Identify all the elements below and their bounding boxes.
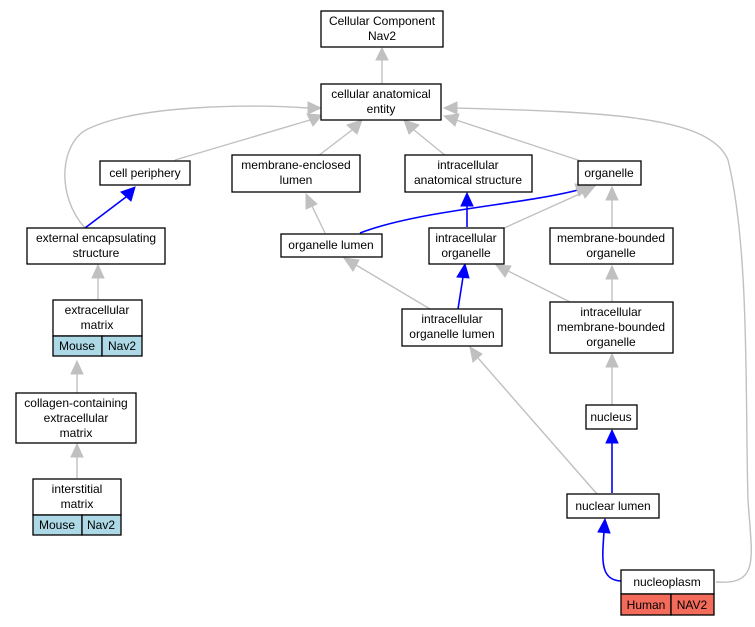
node-organelle-label: organelle [584,166,634,180]
node-nuclear-lumen-label: nuclear lumen [575,499,650,513]
edge-arrowhead [605,185,619,201]
node-interstitial-matrix[interactable]: interstitial matrix Mouse Nav2 [32,478,122,536]
node-mel-line1: membrane-enclosed [241,158,350,172]
edge-arrowhead [120,186,136,202]
node-ccecm-line2: extracellular [44,411,109,425]
node-im-line1: interstitial [52,482,103,496]
node-ecm-line2: matrix [81,318,114,332]
node-nucleus-label: nucleus [590,410,631,424]
edge-arrowhead [306,113,324,127]
node-cae-line1: cellular anatomical [331,87,430,101]
node-ccecm-line3: matrix [60,426,93,440]
node-mbo-line2: organelle [586,246,636,260]
node-intracellular-anatomical-structure[interactable]: intracellular anatomical structure [404,154,533,193]
node-iol-line1: intracellular [421,312,482,326]
node-ees-line1: external encapsulating [36,231,156,245]
edge-arrowhead [342,257,360,272]
badge-gene-label: Nav2 [108,339,136,353]
gene-badge [81,514,122,536]
node-nucleoplasm-label: nucleoplasm [633,575,700,589]
badge-species-label: Mouse [39,518,75,532]
edge-arrowhead [597,517,611,534]
gene-badge [101,335,143,357]
node-title[interactable]: Cellular Component Nav2 [320,10,444,48]
edge-arrowhead [579,185,597,199]
node-cellular-anatomical-entity[interactable]: cellular anatomical entity [320,83,442,121]
edge-arrowhead [605,264,619,280]
node-imbo-line1: intracellular [580,305,641,319]
edge-arrowhead [305,192,318,210]
edge-arrowhead [442,101,458,115]
node-extracellular-matrix[interactable]: extracellular matrix Mouse Nav2 [52,299,143,357]
edge-iol-to-io[interactable] [457,276,464,310]
node-external-encapsulating-structure[interactable]: external encapsulating structure [26,227,166,265]
badge-gene-label: Nav2 [87,518,115,532]
badge-gene-label: NAV2 [677,598,708,612]
node-cell-periphery-label: cell periphery [109,166,180,180]
node-ccecm-line1: collagen-containing [24,396,127,410]
node-ias-line1: intracellular [437,158,498,172]
edge-arrowhead [403,119,420,135]
node-nucleoplasm[interactable]: nucleoplasm Human NAV2 [620,569,715,616]
edge-arrowhead [469,346,483,363]
edge-organellelumen-to-mel [311,205,326,234]
node-im-line2: matrix [61,497,94,511]
edge-ias-to-cae [413,129,447,157]
node-ees-line2: structure [73,246,120,260]
edge-ees-to-cellperiphery[interactable] [84,196,127,229]
node-mbo-line1: membrane-bounded [557,231,665,245]
node-organelle[interactable]: organelle [577,160,642,186]
node-imbo-line3: organelle [586,335,636,349]
edge-arrowhead [442,113,460,127]
node-title-line2: Nav2 [368,29,396,43]
node-io-line1: intracellular [435,231,496,245]
edge-arrowhead [494,264,512,278]
edge-arrowhead [375,46,389,61]
edge-arrowhead [70,442,84,458]
node-imbo-line2: membrane-bounded [557,320,665,334]
edge-io-to-organelle [501,191,585,230]
node-nucleus[interactable]: nucleus [585,404,638,430]
edge-arrowhead [460,191,474,207]
edge-imbo-to-io [507,270,571,303]
node-iol-line2: organelle lumen [409,327,494,341]
edge-nucleoplasm-to-cae [455,107,752,583]
node-organelle-lumen[interactable]: organelle lumen [280,233,383,258]
node-organelle-lumen-label: organelle lumen [288,238,373,252]
edge-organellelumen-to-organelle[interactable] [359,189,579,234]
edge-arrowhead [70,359,84,375]
edge-nuclearlumen-to-iol [477,357,598,495]
node-ias-line2: anatomical structure [414,173,522,187]
edge-arrowhead [456,262,470,279]
edge-arrowhead [605,428,619,444]
gene-badge [670,593,715,616]
edge-arrowhead [91,263,105,279]
node-ecm-line1: extracellular [65,303,130,317]
edge-ees-to-cae [64,105,309,229]
badge-species-label: Mouse [59,339,95,353]
edge-organelle-to-cae [455,119,591,165]
node-membrane-bounded-organelle[interactable]: membrane-bounded organelle [549,227,674,265]
node-cell-periphery[interactable]: cell periphery [99,160,191,186]
edge-arrowhead [346,119,363,135]
edge-arrowhead [605,352,619,368]
node-collagen-containing-extracellular-matrix[interactable]: collagen-containing extracellular matrix [15,392,137,444]
node-intracellular-membrane-bounded-organelle[interactable]: intracellular membrane-bounded organelle [549,301,674,354]
node-intracellular-organelle[interactable]: intracellular organelle [428,227,505,265]
graph-edges [64,46,752,583]
badge-species-label: Human [627,598,666,612]
edge-mel-to-cae [317,129,353,157]
edge-cellperiphery-to-cae [174,119,311,161]
node-cae-line2: entity [367,102,396,116]
node-intracellular-organelle-lumen[interactable]: intracellular organelle lumen [401,308,503,347]
node-io-line2: organelle [441,246,491,260]
node-membrane-enclosed-lumen[interactable]: membrane-enclosed lumen [231,154,361,193]
edge-nucleoplasm-to-nuclearlumen[interactable] [602,531,622,582]
node-mel-line2: lumen [280,173,313,187]
node-title-line1: Cellular Component [329,14,436,28]
edge-iol-to-organellelumen [355,264,431,310]
node-nuclear-lumen[interactable]: nuclear lumen [566,493,660,519]
edge-arrowhead [307,101,323,115]
